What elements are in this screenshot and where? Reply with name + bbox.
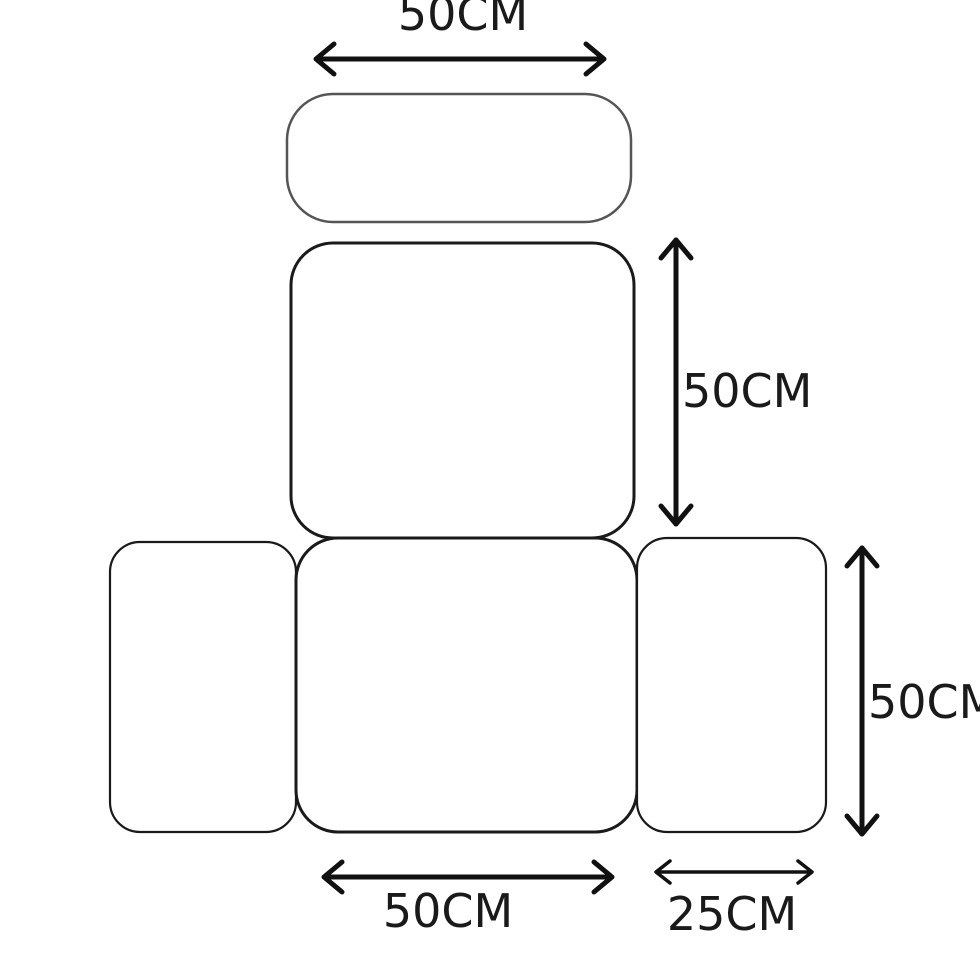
backrest-height-label: 50CM — [682, 364, 812, 418]
headrest-cushion — [285, 92, 633, 224]
headrest-width-arrow — [313, 41, 607, 77]
seat-cushion — [294, 536, 639, 834]
backrest-height-arrow — [658, 237, 694, 527]
headrest-width-label: 50CM — [398, 0, 528, 41]
seat-width-arrow — [321, 859, 615, 895]
backrest-cushion — [289, 241, 636, 540]
seat-height-label: 50CM — [868, 675, 980, 729]
right-side-cushion — [635, 536, 828, 834]
left-side-cushion — [108, 540, 298, 834]
seat-width-label: 50CM — [383, 884, 513, 938]
side-width-label: 25CM — [667, 887, 797, 941]
side-width-arrow — [654, 859, 814, 885]
seat-height-arrow — [844, 545, 880, 837]
